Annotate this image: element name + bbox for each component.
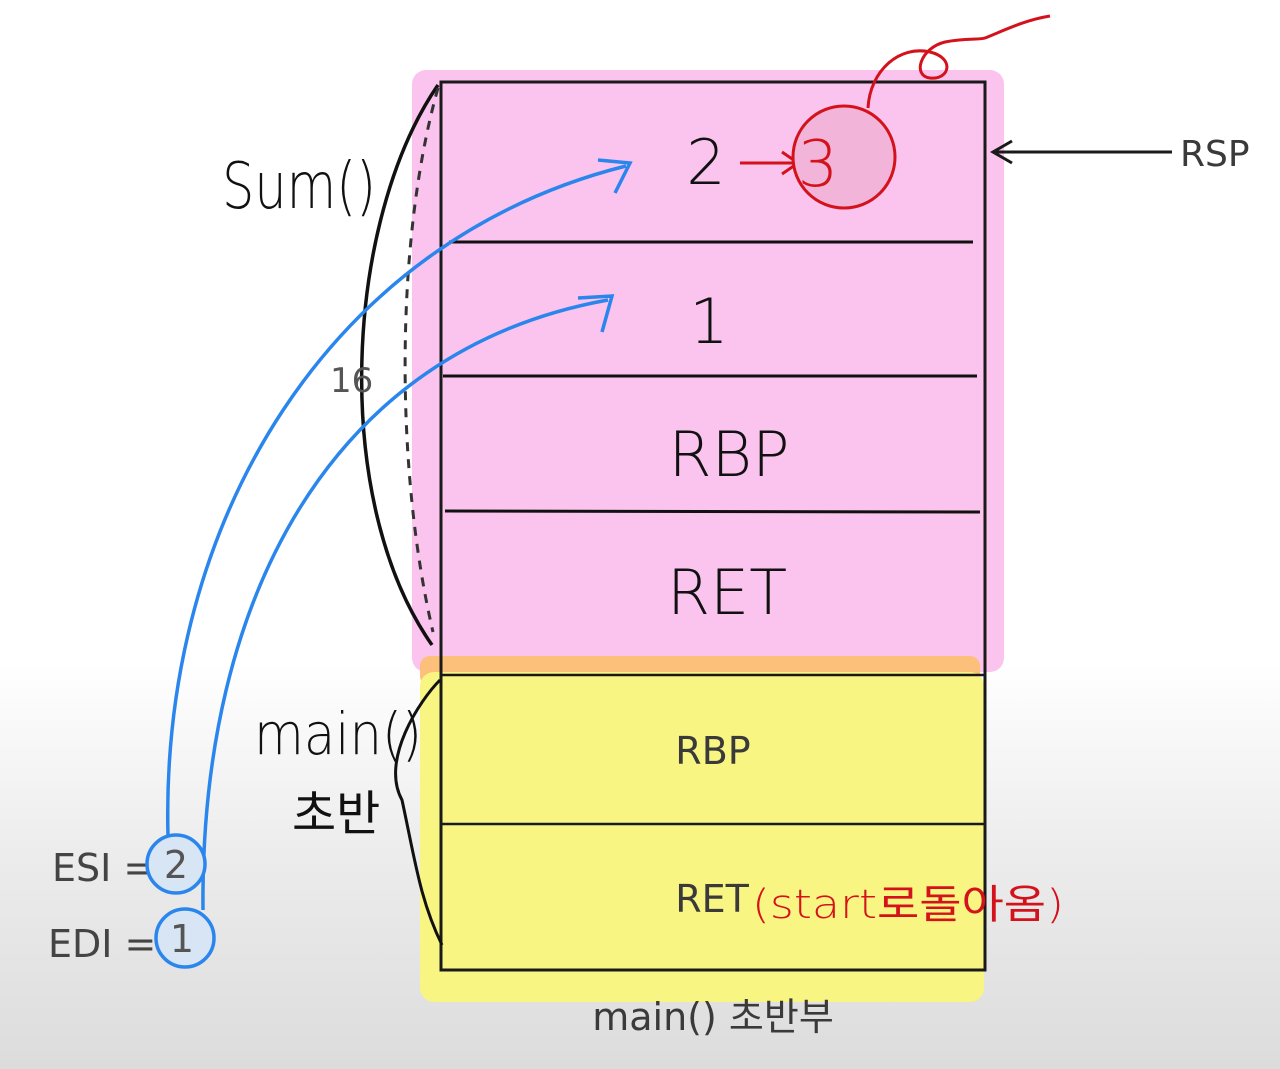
esi-label: ESI =	[52, 846, 155, 890]
esi-value: 2	[164, 843, 188, 887]
start-return-annotation: (start로돌아옴)	[752, 882, 1064, 928]
esi-arrowhead-icon	[597, 158, 633, 194]
red-scribble-icon	[866, 14, 1051, 109]
edi-value: 1	[170, 917, 194, 961]
main-frame-brace	[394, 678, 444, 946]
edi-value-circle	[154, 907, 216, 969]
rsp-arrow-icon	[990, 139, 1172, 165]
rsp-label: RSP	[1180, 134, 1250, 175]
sum-cell-3-value: RBP	[668, 418, 789, 491]
esi-value-circle	[145, 833, 207, 895]
edi-label: EDI =	[48, 922, 156, 966]
main-cell-1-value: RBP	[675, 729, 750, 773]
edi-arrowhead-icon	[577, 294, 615, 333]
sum-cell-4-value: RET	[667, 556, 787, 629]
frame-size-label: 16	[330, 361, 373, 401]
edi-to-second-arrow	[201, 298, 609, 911]
sum-frame-label: Sum()	[222, 150, 376, 224]
sum-size-dashed-line	[403, 87, 440, 633]
main-frame-sublabel: 초반	[292, 786, 380, 842]
sum-frame-brace	[359, 84, 440, 647]
new-value-circle	[791, 104, 897, 210]
sum-divider-3	[444, 509, 981, 514]
stack-caption: main() 초반부	[592, 995, 834, 1039]
main-cell-2-value: RET	[675, 877, 749, 921]
stack-frame-border	[439, 80, 987, 972]
main-frame-label: main()	[254, 700, 422, 768]
new-value: 3	[798, 128, 839, 202]
sum-cell-1-value: 2	[686, 126, 725, 199]
esi-to-top-arrow	[166, 164, 627, 837]
main-frame-highlight	[420, 672, 984, 1002]
sum-cell-2-value: 1	[689, 285, 728, 358]
sum-frame-highlight	[412, 70, 1004, 672]
